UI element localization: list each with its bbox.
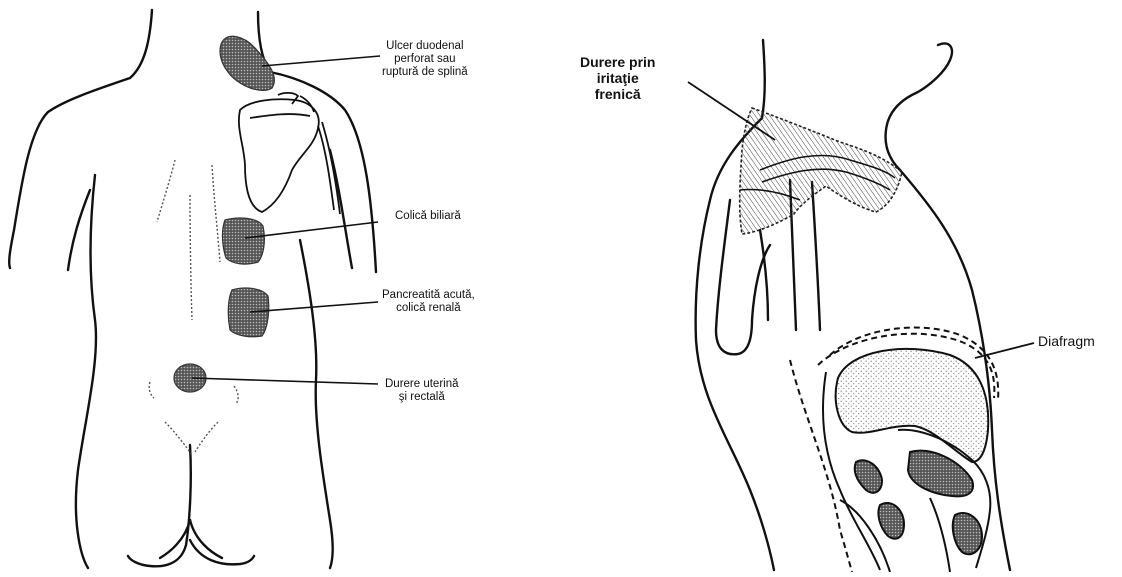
label-ulcer-line1: Ulcer duodenal <box>382 40 468 53</box>
label-pancreatitis: Pancreatită acută, colică renală <box>382 289 475 315</box>
label-pancreatitis-line1: Pancreatită acută, <box>382 289 475 302</box>
label-ulcer-line2: perforat sau <box>382 53 468 66</box>
liver-organ <box>836 349 989 462</box>
zone-phrenic <box>740 108 902 234</box>
label-diaphragm-text: Diafragm <box>1038 333 1095 349</box>
label-ulcer-line3: ruptură de splină <box>382 66 468 79</box>
label-phrenic-line2: iritaţie <box>580 70 655 86</box>
label-uterine-line2: şi rectală <box>385 391 459 404</box>
spine-lines <box>149 160 238 455</box>
zone-shoulder <box>220 36 274 90</box>
label-pancreatitis-line2: colică renală <box>382 302 475 315</box>
label-phrenic: Durere prin iritaţie frenică <box>580 54 655 102</box>
pain-zones-back <box>174 36 274 392</box>
label-ulcer: Ulcer duodenal perforat sau ruptură de s… <box>382 40 468 79</box>
zone-biliary <box>222 218 264 264</box>
zone-pancreas <box>228 288 268 337</box>
label-phrenic-line1: Durere prin <box>580 54 655 70</box>
back-view-figure <box>9 10 376 568</box>
scapula-bone <box>239 93 340 214</box>
label-biliary: Colică biliară <box>395 210 461 223</box>
label-phrenic-line3: frenică <box>580 86 655 102</box>
leader-lines-back <box>192 56 380 384</box>
label-biliary-line1: Colică biliară <box>395 210 461 223</box>
label-uterine: Durere uterină şi rectală <box>385 378 459 404</box>
label-uterine-line1: Durere uterină <box>385 378 459 391</box>
label-diaphragm: Diafragm <box>1038 333 1095 349</box>
